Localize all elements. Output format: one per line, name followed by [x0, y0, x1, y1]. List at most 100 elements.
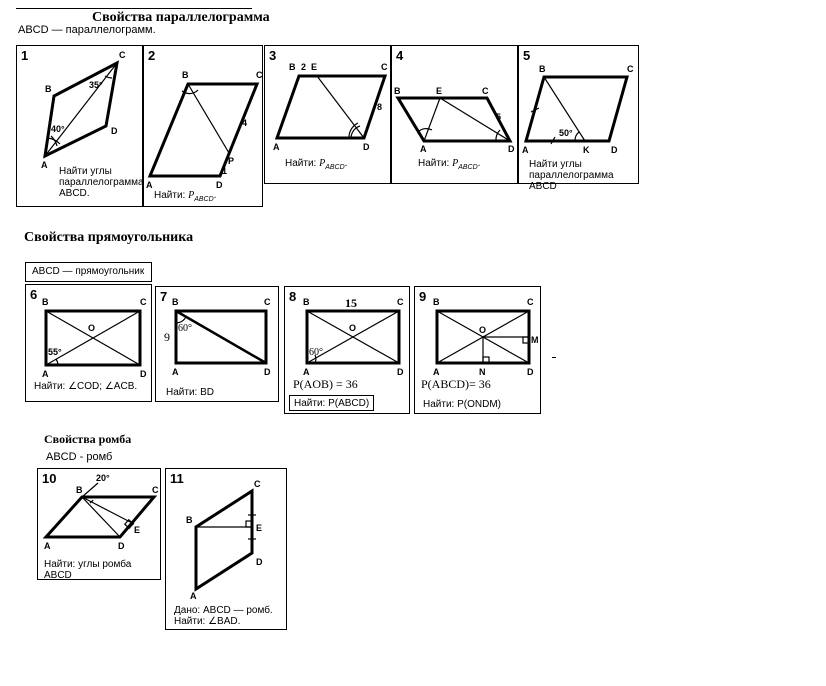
angle-label: 60° — [309, 347, 323, 358]
vertex-c: C — [482, 86, 489, 96]
problem-9-figure: B C A D O M N — [433, 297, 539, 377]
problem-6-figure: B C A D O 55° — [42, 297, 147, 379]
side-label: 8 — [377, 102, 382, 112]
vertex-d: D — [140, 369, 147, 379]
vertex-b: B — [539, 64, 546, 74]
vertex-c: C — [397, 297, 404, 307]
angle-label: 60° — [178, 323, 192, 334]
vertex-d: D — [216, 180, 223, 190]
vertex-a: A — [273, 142, 280, 152]
vertex-a: A — [420, 144, 427, 154]
problem-6-caption: Найти: ∠COD; ∠ACB. — [34, 381, 138, 392]
problem-7-caption: Найти: BD — [166, 387, 214, 398]
angle-label: 55° — [48, 347, 62, 357]
point-p: P — [228, 156, 234, 166]
problem-9-given: P(ABCD)= 36 — [421, 377, 491, 391]
vertex-b: B — [76, 485, 83, 495]
vertex-c: C — [119, 50, 126, 60]
problem-11-figure: B C A D E — [186, 479, 263, 601]
vertex-c: C — [256, 70, 263, 80]
side-label: 2 — [301, 62, 306, 72]
problem-2-figure: A B C D P 4 1 — [146, 70, 263, 190]
vertex-d: D — [256, 557, 263, 567]
center-o: O — [479, 325, 486, 335]
problem-4-figure: A B E C D 5 — [394, 86, 515, 154]
problem-5-box: 5 A B C D K 50° Найти углы параллелограм… — [518, 45, 639, 192]
vertex-d: D — [508, 144, 515, 154]
problem-5-figure: A B C D K 50° — [522, 64, 634, 155]
vertex-c: C — [627, 64, 634, 74]
vertex-d: D — [111, 126, 118, 136]
problem-number: 5 — [523, 48, 531, 63]
vertex-b: B — [289, 62, 296, 72]
vertex-c: C — [140, 297, 147, 307]
section1-given: ABCD — параллелограмм. — [18, 24, 156, 36]
vertex-a: A — [303, 367, 310, 377]
problem-2-box: 2 A B C D P 4 1 Найти: PABCD. — [143, 45, 263, 207]
problem-9-caption: Найти: P(ONDM) — [423, 399, 501, 410]
point-k: K — [583, 145, 590, 155]
problem-number: 8 — [289, 289, 297, 304]
problem-8-box: 8 B C A D O 15 60° P(AOB) = 36 Найти: P(… — [284, 286, 410, 414]
problem-1-box: 1 A B C D 40° 35° Найти углы параллелогр… — [16, 45, 144, 207]
problem-3-figure: A B E C D 2 8 — [273, 62, 388, 152]
problem-6-box: 6 B C A D O 55° Найти: ∠COD; ∠ACB. — [25, 284, 152, 402]
vertex-c: C — [381, 62, 388, 72]
problem-11-box: 11 B C A D E Дано: ABCD — ромб. Найти: ∠… — [165, 468, 287, 630]
problem-8-figure: B C A D O 15 60° — [303, 296, 404, 377]
problem-number: 6 — [30, 287, 38, 302]
section2-given: ABCD — прямоугольник — [25, 262, 152, 282]
title-rule — [16, 8, 252, 9]
problem-10-caption: Найти: углы ромба ABCD — [44, 559, 132, 581]
vertex-b: B — [45, 84, 52, 94]
stray-mark — [552, 357, 556, 358]
vertex-b: B — [433, 297, 440, 307]
problem-number: 10 — [42, 471, 57, 486]
vertex-a: A — [42, 369, 49, 379]
vertex-b: B — [186, 515, 193, 525]
section3-title: Свойства ромба — [44, 432, 132, 446]
side-label: 5 — [496, 112, 501, 122]
section2-title: Свойства прямоугольника — [24, 230, 194, 245]
vertex-c: C — [527, 297, 534, 307]
vertex-b: B — [42, 297, 49, 307]
problem-11-caption1: Дано: ABCD — ромб. — [174, 605, 273, 616]
problem-number: 11 — [170, 471, 184, 486]
vertex-c: C — [254, 479, 261, 489]
problem-3-box: 3 A B E C D 2 8 Найти: PABCD. — [264, 45, 391, 184]
vertex-a: A — [146, 180, 153, 190]
vertex-b: B — [182, 70, 189, 80]
point-e: E — [436, 86, 442, 96]
problem-2-caption: Найти: PABCD. — [154, 190, 217, 203]
section3-given: ABCD - ромб — [46, 451, 113, 463]
side-label: 1 — [222, 166, 227, 176]
side-label: 15 — [345, 296, 357, 310]
center-o: O — [88, 323, 95, 333]
vertex-b: B — [172, 297, 179, 307]
point-e: E — [256, 523, 262, 533]
problem-11-caption2: Найти: ∠BAD. — [174, 616, 241, 627]
side-label: 4 — [242, 118, 247, 128]
vertex-d: D — [611, 145, 618, 155]
vertex-a: A — [190, 591, 197, 601]
side-label: 9 — [164, 330, 170, 344]
vertex-c: C — [152, 485, 159, 495]
problem-number: 9 — [419, 289, 427, 304]
problem-7-box: 7 B C A D 9 60° Найти: BD — [155, 286, 279, 402]
problem-number: 3 — [269, 48, 277, 63]
point-e: E — [311, 62, 317, 72]
problem-4-box: 4 A B E C D 5 Найти: PABCD. — [391, 45, 518, 184]
angle-label: 20° — [96, 473, 110, 483]
problem-1-figure: A B C D 40° 35° — [41, 50, 126, 170]
problem-10-box: 10 B C A D E 20° Найти: углы ромба ABCD — [37, 468, 161, 581]
problem-number: 7 — [160, 289, 168, 304]
angle-label: 40° — [51, 124, 65, 134]
center-o: O — [349, 323, 356, 333]
problem-3-caption: Найти: PABCD. — [285, 158, 348, 171]
problem-10-figure: B C A D E 20° — [42, 473, 159, 551]
problem-7-figure: B C A D 9 60° — [164, 297, 271, 377]
problem-8-caption: Найти: P(ABCD) — [289, 395, 375, 411]
problem-5-caption: Найти углы параллелограмма ABCD — [529, 159, 614, 192]
point-e: E — [134, 525, 140, 535]
vertex-d: D — [264, 367, 271, 377]
